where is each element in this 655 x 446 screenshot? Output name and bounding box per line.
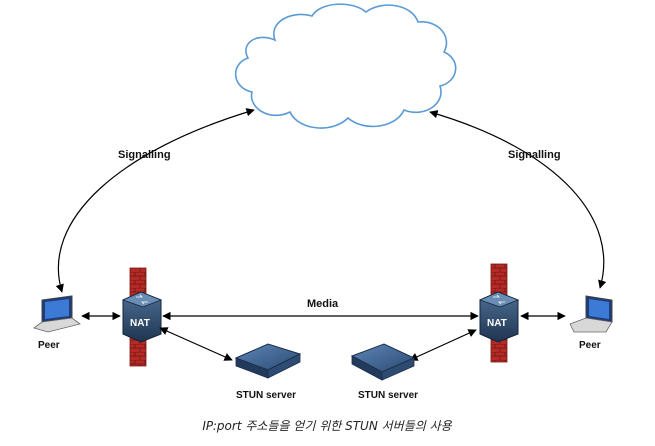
nat-router-icon <box>478 291 520 343</box>
nat-router-icon <box>121 291 163 343</box>
nat-label-right: NAT <box>487 318 507 329</box>
nat-stun-arrow-left <box>159 327 233 361</box>
nat-label-left: NAT <box>130 318 150 329</box>
stun-label-right: STUN server <box>358 390 418 401</box>
peer-label-left: Peer <box>38 340 60 351</box>
signalling-arrow-left <box>55 108 255 293</box>
media-label: Media <box>307 298 339 310</box>
nat-stun-arrow-right <box>409 329 477 361</box>
stun-label-left: STUN server <box>236 390 296 401</box>
signalling-label-right: Signalling <box>508 149 561 161</box>
diagram-caption: IP:port 주소들을 얻기 위한 STUN 서버들의 사용 <box>202 419 452 433</box>
peer-label-right: Peer <box>579 340 601 351</box>
signalling-arrow-right <box>429 110 607 289</box>
server-icon <box>234 343 302 379</box>
signalling-label-left: Signalling <box>118 149 171 161</box>
server-icon <box>350 343 416 381</box>
cloud-icon <box>234 3 457 129</box>
laptop-icon <box>569 295 613 333</box>
laptop-icon <box>33 295 81 333</box>
